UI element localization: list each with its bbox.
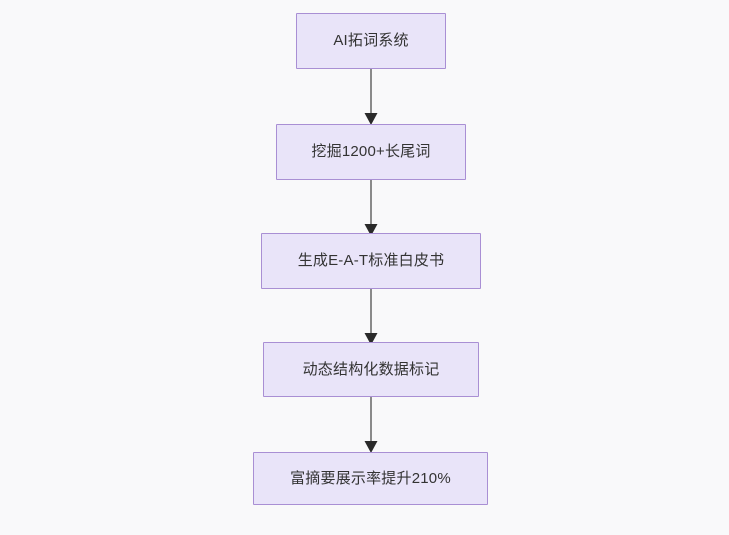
flowchart-node-4-label: 动态结构化数据标记	[302, 360, 440, 378]
flowchart-node-2-label: 挖掘1200+长尾词	[311, 143, 431, 160]
arrow-down-icon	[364, 397, 378, 453]
flowchart-node-1[interactable]: AI拓词系统	[296, 13, 446, 69]
flowchart-node-4[interactable]: 动态结构化数据标记	[263, 342, 479, 397]
flowchart-node-1-label: AI拓词系统	[333, 32, 409, 49]
flowchart-node-3[interactable]: 生成E-A-T标准白皮书	[261, 233, 481, 289]
connector-node-3-to-node-4	[356, 289, 386, 345]
connector-node-1-to-node-2	[356, 69, 386, 125]
flowchart-node-2[interactable]: 挖掘1200+长尾词	[276, 124, 466, 180]
flowchart-node-5-label: 富摘要展示率提升210%	[290, 469, 451, 487]
connector-node-2-to-node-3	[356, 180, 386, 236]
arrow-down-icon	[364, 180, 378, 236]
flowchart-node-3-label: 生成E-A-T标准白皮书	[297, 252, 445, 269]
arrow-down-icon	[364, 69, 378, 125]
arrow-down-icon	[364, 289, 378, 345]
flowchart-node-5[interactable]: 富摘要展示率提升210%	[253, 452, 488, 505]
connector-node-4-to-node-5	[356, 397, 386, 453]
